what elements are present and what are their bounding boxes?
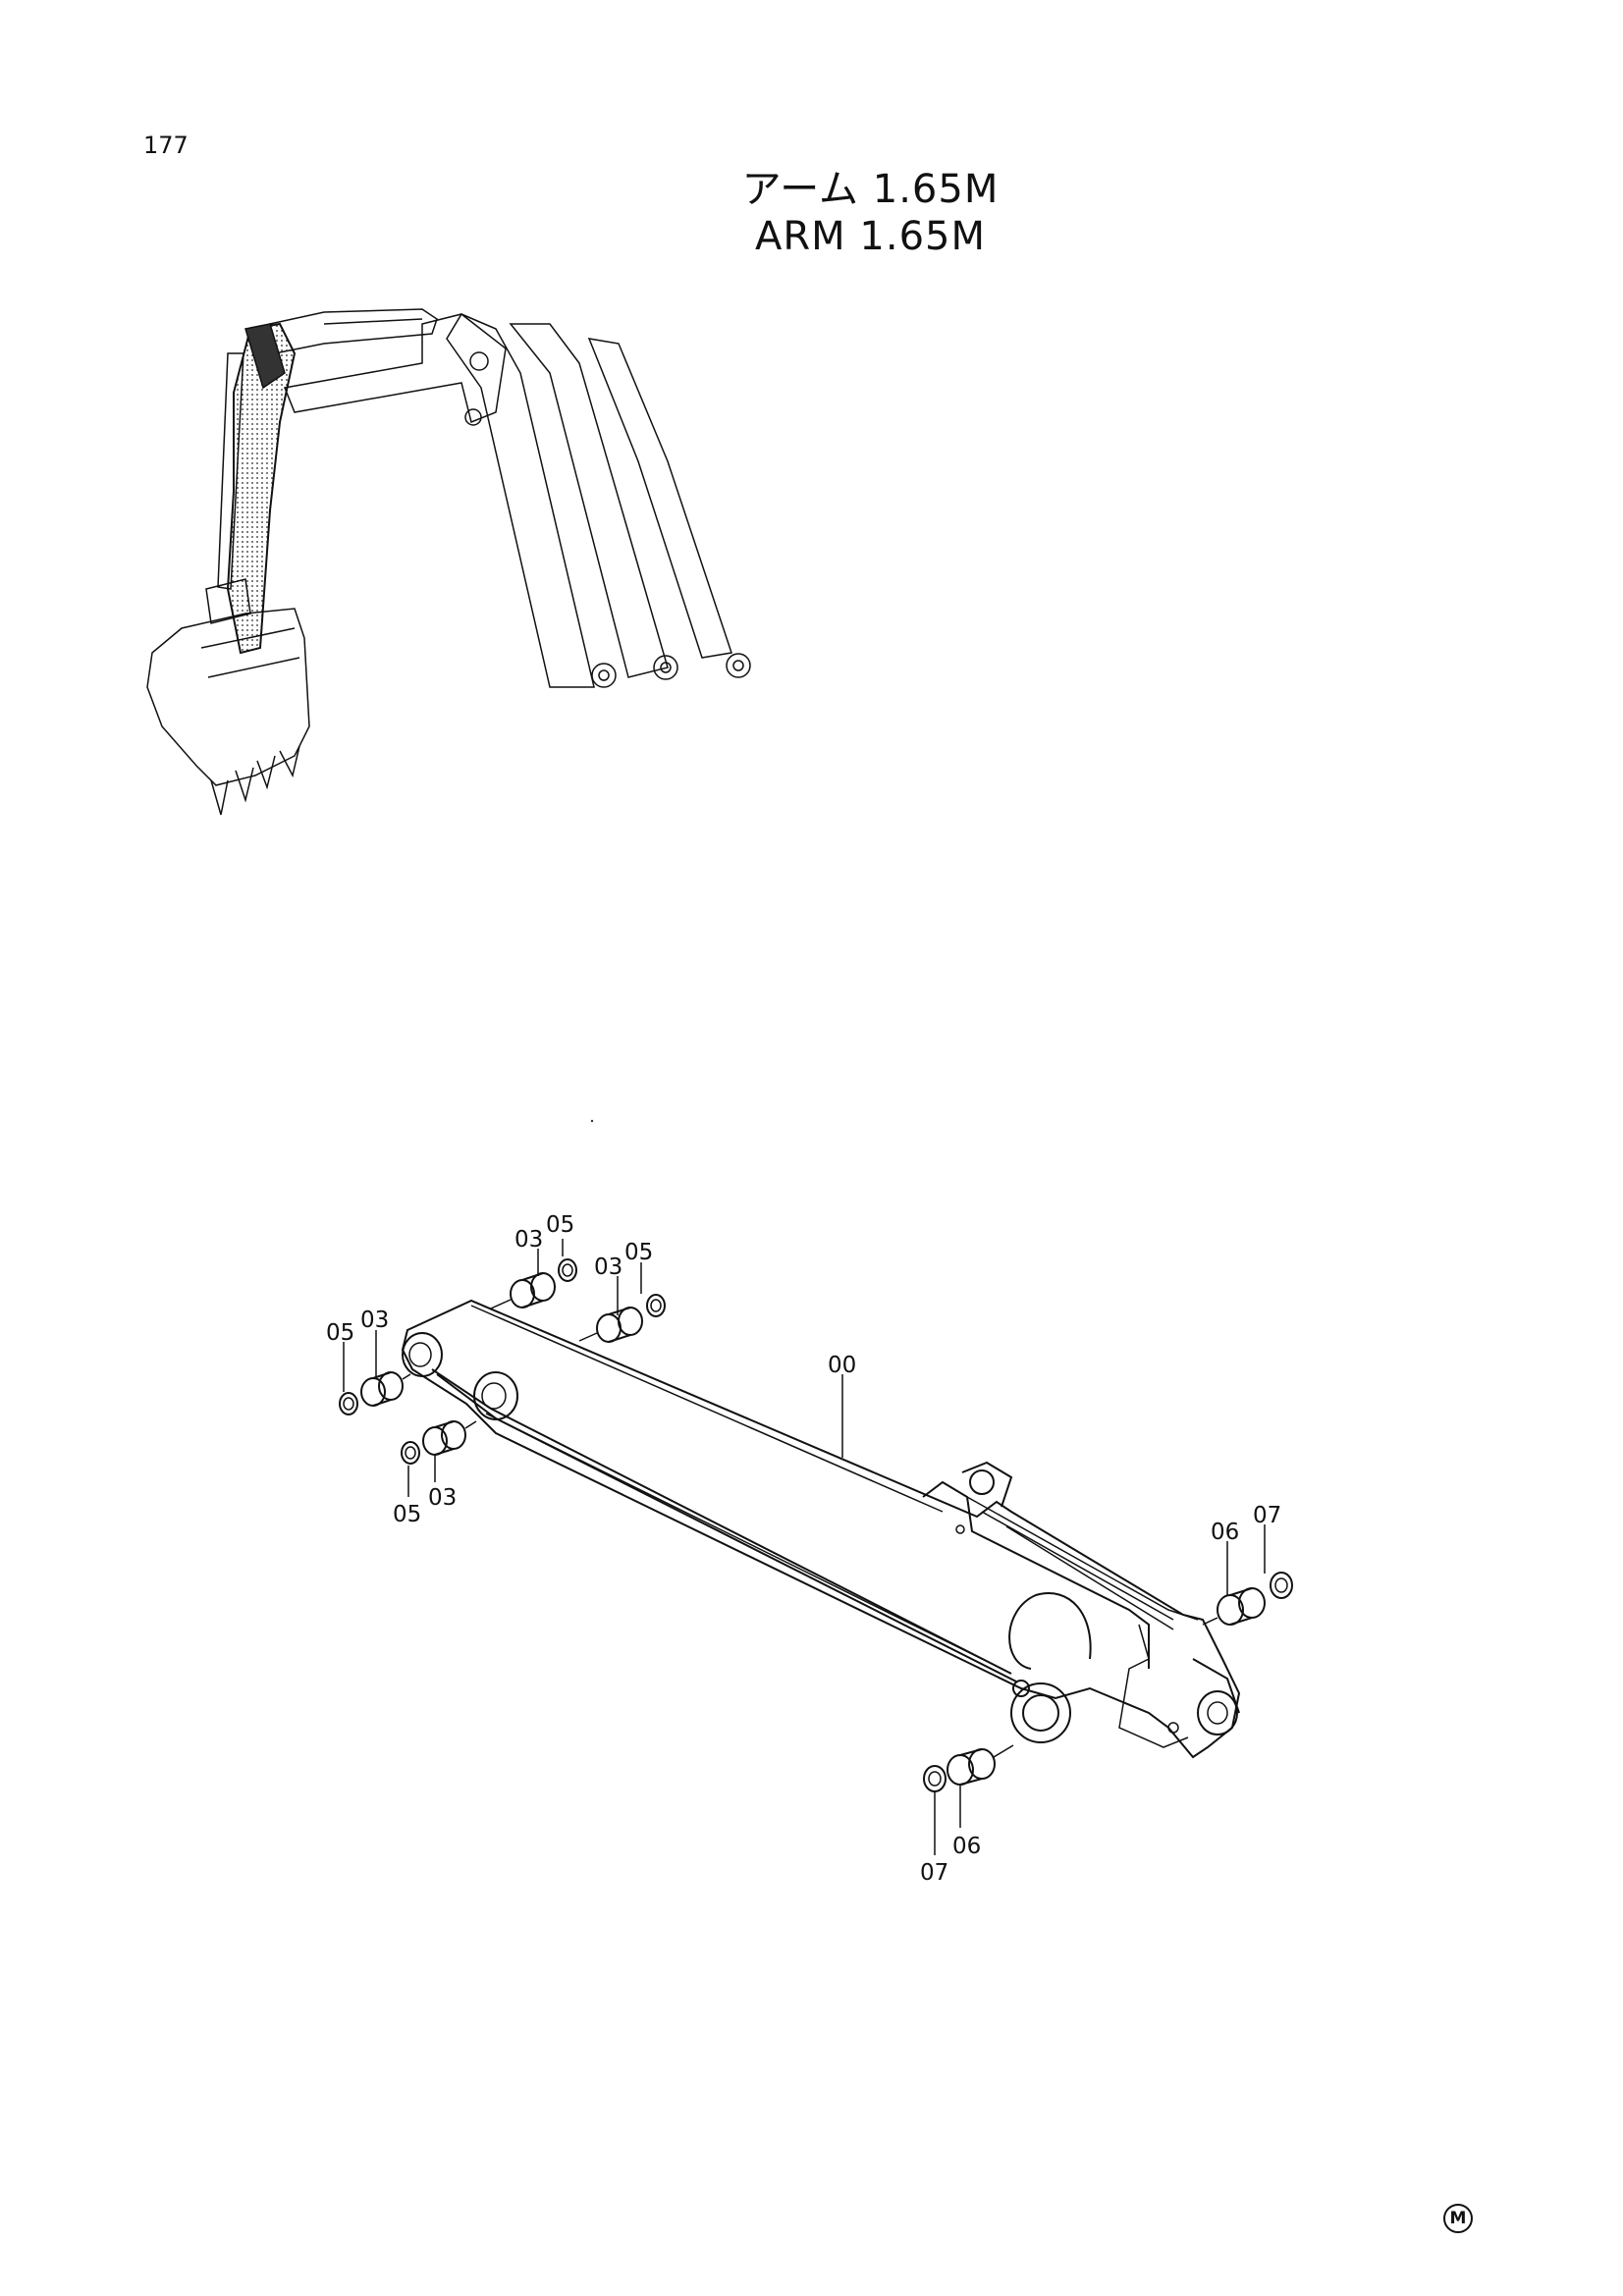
callout-07: 07 [1253, 1503, 1281, 1528]
callout-00: 00 [828, 1353, 856, 1378]
bushing-group [339, 1258, 1293, 1792]
callout-05: 05 [624, 1240, 653, 1265]
callout-05: 05 [326, 1320, 354, 1346]
page-number: 177 [143, 132, 189, 159]
callout-05: 05 [546, 1212, 574, 1238]
circled-m-mark: M [1443, 2204, 1473, 2233]
callout-03: 03 [594, 1255, 622, 1280]
callout-06: 06 [952, 1834, 981, 1859]
callout-05: 05 [393, 1502, 421, 1527]
leader-lines [343, 1239, 1266, 1855]
excavator-overview-illustration [146, 308, 751, 816]
callout-07: 07 [920, 1860, 948, 1886]
arm-exploded-view: 03 05 03 05 05 03 00 05 03 06 07 07 06 [326, 1212, 1293, 1886]
title-japanese: アーム 1.65M [741, 167, 1000, 212]
callout-03: 03 [514, 1227, 543, 1253]
callout-06: 06 [1211, 1520, 1239, 1545]
callout-03: 03 [428, 1485, 457, 1511]
title-english: ARM 1.65M [755, 214, 986, 259]
callout-03: 03 [360, 1308, 389, 1333]
stray-dot [590, 1119, 594, 1123]
callout-labels: 03 05 03 05 05 03 00 05 03 06 07 07 06 [326, 1212, 1281, 1886]
